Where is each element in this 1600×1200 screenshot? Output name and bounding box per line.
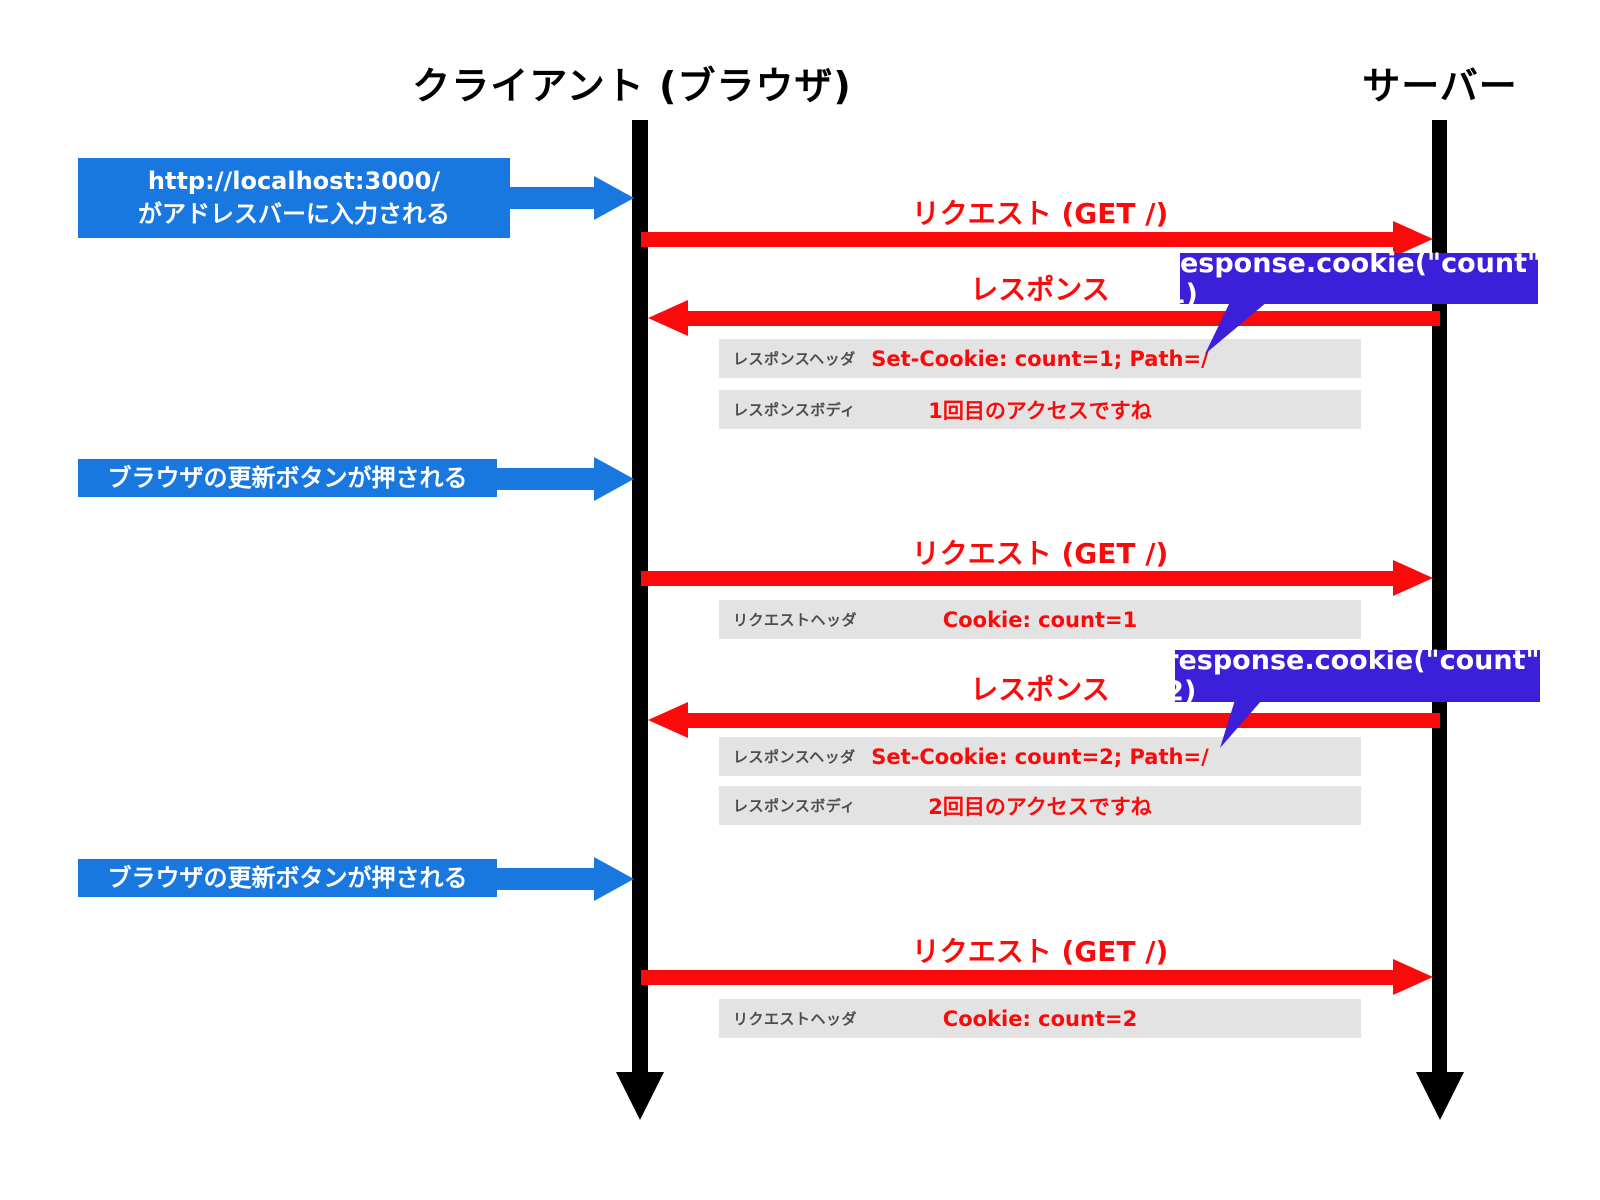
response-arrowhead-icon <box>648 702 688 738</box>
detail-row-request-header-1: リクエストヘッダ Cookie: count=1 <box>719 600 1361 639</box>
event-arrow-icon <box>594 857 634 901</box>
detail-row-request-header-2: リクエストヘッダ Cookie: count=2 <box>719 999 1361 1038</box>
server-lifeline-title: サーバー <box>1362 64 1518 108</box>
request-arrow-3 <box>641 970 1393 985</box>
client-lifeline <box>632 120 648 1072</box>
event-line: ブラウザの更新ボタンが押される <box>107 463 468 492</box>
event-box-refresh-2: ブラウザの更新ボタンが押される <box>78 859 497 897</box>
detail-row-label: リクエストヘッダ <box>733 1010 858 1028</box>
callout-response-cookie-2: response.cookie("count", 2) <box>1165 645 1550 707</box>
event-line: http://localhost:3000/ <box>147 167 441 195</box>
detail-row-label: リクエストヘッダ <box>733 611 858 629</box>
detail-row-label: レスポンスヘッダ <box>733 748 856 766</box>
request-arrowhead-icon <box>1393 959 1433 995</box>
event-line: がアドレスバーに入力される <box>138 200 450 228</box>
message-label-request-3: リクエスト (GET /) <box>911 935 1169 968</box>
detail-row-value: Set-Cookie: count=1; Path=/ <box>871 346 1209 371</box>
detail-row-response-header-1: レスポンスヘッダ Set-Cookie: count=1; Path=/ <box>719 339 1361 378</box>
callout-tail-icon <box>1205 302 1267 354</box>
detail-row-label: レスポンスボディ <box>733 797 856 815</box>
request-arrow-2 <box>641 571 1393 586</box>
message-label-response-1: レスポンス <box>970 273 1110 306</box>
message-label-request-1: リクエスト (GET /) <box>911 197 1169 230</box>
server-lifeline-arrow-icon <box>1416 1072 1464 1120</box>
event-box-url-entered: http://localhost:3000/ がアドレスバーに入力される <box>78 158 510 238</box>
detail-row-value: 2回目のアクセスですね <box>928 794 1152 819</box>
client-lifeline-arrow-icon <box>616 1072 664 1120</box>
request-arrowhead-icon <box>1393 560 1433 596</box>
server-lifeline <box>1432 120 1447 1072</box>
callout-response-cookie-1: response.cookie("count", 1) <box>1166 247 1552 310</box>
response-arrow-1 <box>688 311 1440 326</box>
detail-row-value: Cookie: count=1 <box>942 607 1138 632</box>
response-arrowhead-icon <box>648 300 688 336</box>
event-box-refresh-1: ブラウザの更新ボタンが押される <box>78 459 497 497</box>
request-arrow-1 <box>641 232 1393 247</box>
detail-row-value: Cookie: count=2 <box>942 1006 1138 1031</box>
response-arrow-2 <box>688 713 1440 728</box>
event-arrow-icon <box>594 457 634 501</box>
request-arrowhead-icon <box>1393 221 1433 257</box>
detail-row-value: Set-Cookie: count=2; Path=/ <box>871 744 1209 769</box>
detail-row-label: レスポンスヘッダ <box>733 350 856 368</box>
detail-row-value: 1回目のアクセスですね <box>928 398 1152 423</box>
event-arrow-shaft <box>510 187 594 209</box>
message-label-response-2: レスポンス <box>970 673 1110 706</box>
event-arrow-shaft <box>497 468 594 490</box>
event-arrow-shaft <box>497 868 594 890</box>
detail-row-response-body-1: レスポンスボディ 1回目のアクセスですね <box>719 390 1361 429</box>
event-arrow-icon <box>594 176 634 220</box>
callout-tail-icon <box>1220 700 1262 748</box>
detail-row-response-body-2: レスポンスボディ 2回目のアクセスですね <box>719 786 1361 825</box>
message-label-request-2: リクエスト (GET /) <box>911 537 1169 570</box>
event-line: ブラウザの更新ボタンが押される <box>107 863 468 892</box>
detail-row-response-header-2: レスポンスヘッダ Set-Cookie: count=2; Path=/ <box>719 737 1361 776</box>
client-lifeline-title: クライアント (ブラウザ) <box>412 64 852 108</box>
detail-row-label: レスポンスボディ <box>733 401 856 419</box>
